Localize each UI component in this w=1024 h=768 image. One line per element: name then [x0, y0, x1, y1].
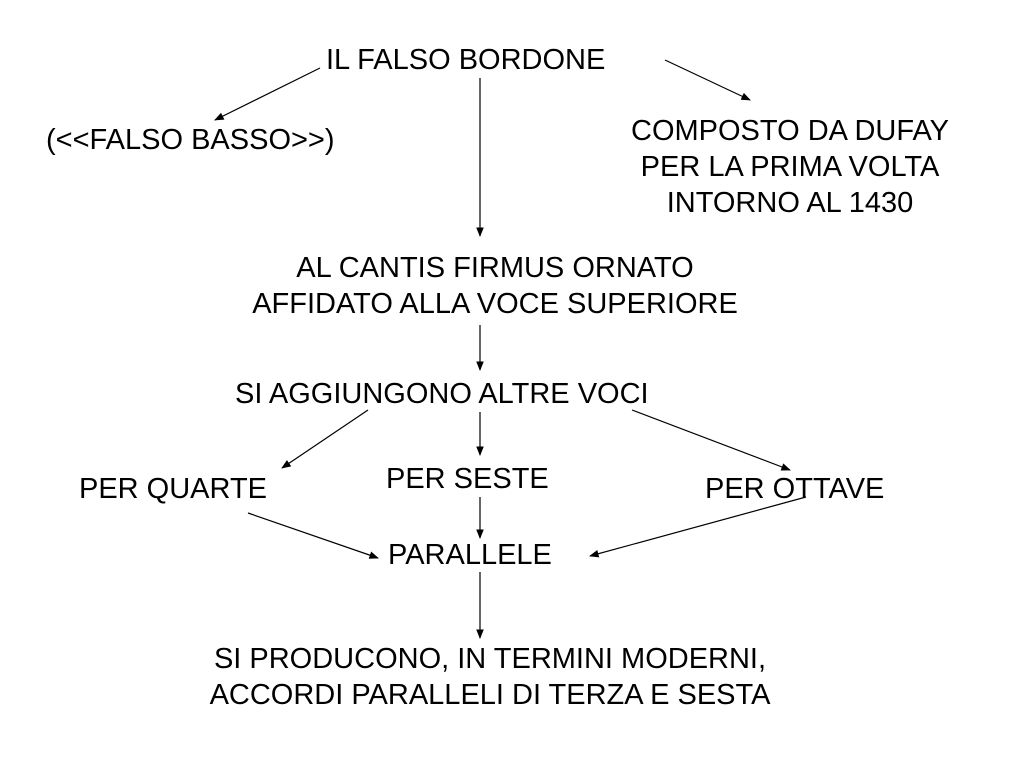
origin-line: COMPOSTO DA DUFAY	[631, 115, 949, 147]
cantus-line: AL CANTIS FIRMUS ORNATO	[296, 252, 694, 284]
result-node: SI PRODUCONO, IN TERMINI MODERNI, ACCORD…	[150, 641, 830, 713]
per-quarte-text: PER QUARTE	[79, 473, 268, 505]
parallele-text: PARALLELE	[388, 539, 552, 571]
title-text: IL FALSO BORDONE	[326, 44, 606, 76]
arrow-voices-to-quarte	[281, 409, 369, 469]
per-ottave-node: PER OTTAVE	[705, 471, 884, 507]
per-ottave-text: PER OTTAVE	[705, 473, 885, 505]
alias-node: (<<FALSO BASSO>>)	[46, 122, 335, 158]
origin-node: COMPOSTO DA DUFAY PER LA PRIMA VOLTA INT…	[600, 113, 980, 221]
arrow-ottave-to-parallele	[589, 496, 807, 558]
arrow-quarte-to-parallele	[247, 512, 379, 559]
cantus-line: AFFIDATO ALLA VOCE SUPERIORE	[252, 288, 738, 320]
origin-line: INTORNO AL 1430	[666, 187, 914, 219]
result-line: ACCORDI PARALLELI DI TERZA E SESTA	[209, 679, 771, 711]
per-quarte-node: PER QUARTE	[79, 471, 267, 507]
arrow-title-to-origin	[664, 59, 751, 101]
result-line: SI PRODUCONO, IN TERMINI MODERNI,	[213, 643, 767, 675]
title-node: IL FALSO BORDONE	[326, 42, 605, 78]
per-seste-text: PER SESTE	[386, 463, 549, 495]
arrow-title-to-alias	[214, 67, 321, 121]
origin-line: PER LA PRIMA VOLTA	[640, 151, 940, 183]
arrow-voices-to-ottave	[631, 409, 791, 471]
alias-text: (<<FALSO BASSO>>)	[46, 124, 335, 156]
parallele-node: PARALLELE	[388, 537, 552, 573]
per-seste-node: PER SESTE	[386, 461, 549, 497]
cantus-node: AL CANTIS FIRMUS ORNATO AFFIDATO ALLA VO…	[195, 250, 795, 322]
add-voices-node: SI AGGIUNGONO ALTRE VOCI	[235, 376, 649, 412]
add-voices-text: SI AGGIUNGONO ALTRE VOCI	[235, 378, 649, 410]
